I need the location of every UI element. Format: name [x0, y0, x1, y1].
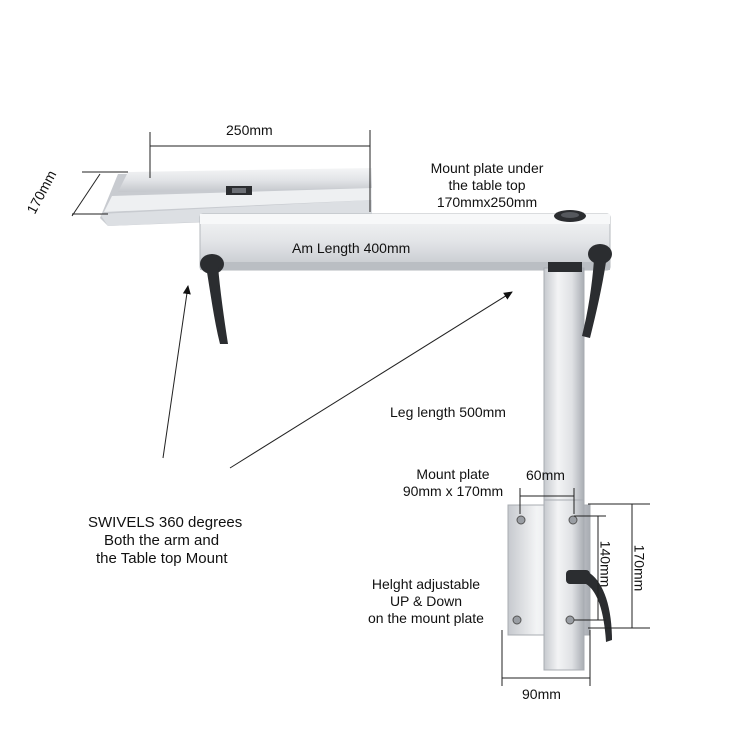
dimension-60 [519, 488, 575, 514]
label-height-140: 140mm [597, 540, 614, 588]
label-height-170: 170mm [631, 544, 648, 592]
label-swivels: SWIVELS 360 degrees Both the arm and the… [88, 514, 243, 567]
dimension-170-top [71, 171, 128, 217]
dimension-250 [149, 130, 371, 212]
label-bottom-mount-plate: Mount plate 90mm x 170mm [402, 466, 504, 499]
label-leg-length: Leg length 500mm [390, 404, 506, 420]
top-mount-plate [100, 168, 372, 226]
label-arm-length: Am Length 400mm [292, 240, 411, 256]
swivel-arrow-right [229, 291, 513, 469]
label-width-60: 60mm [526, 467, 565, 483]
arm [199, 210, 611, 271]
swivel-arrow-left [162, 285, 191, 459]
label-mount-plate-under: Mount plate under the table top 170mmx25… [430, 160, 544, 210]
dimension-170-right [588, 503, 650, 629]
label-width-90: 90mm [522, 686, 561, 702]
screw-icon [512, 515, 578, 625]
swivel-bearing-icon [554, 210, 586, 222]
dimension-90 [501, 630, 591, 686]
clamp-lever-icon [566, 570, 612, 642]
dimension-140 [574, 515, 606, 621]
label-plate-width: 250mm [226, 122, 273, 138]
label-height-adjustable: Helght adjustable UP & Down on the mount… [368, 576, 484, 626]
bottom-mount-plate [507, 499, 591, 671]
clamp-lever-icon [582, 244, 612, 338]
clamp-lever-icon [200, 254, 228, 344]
